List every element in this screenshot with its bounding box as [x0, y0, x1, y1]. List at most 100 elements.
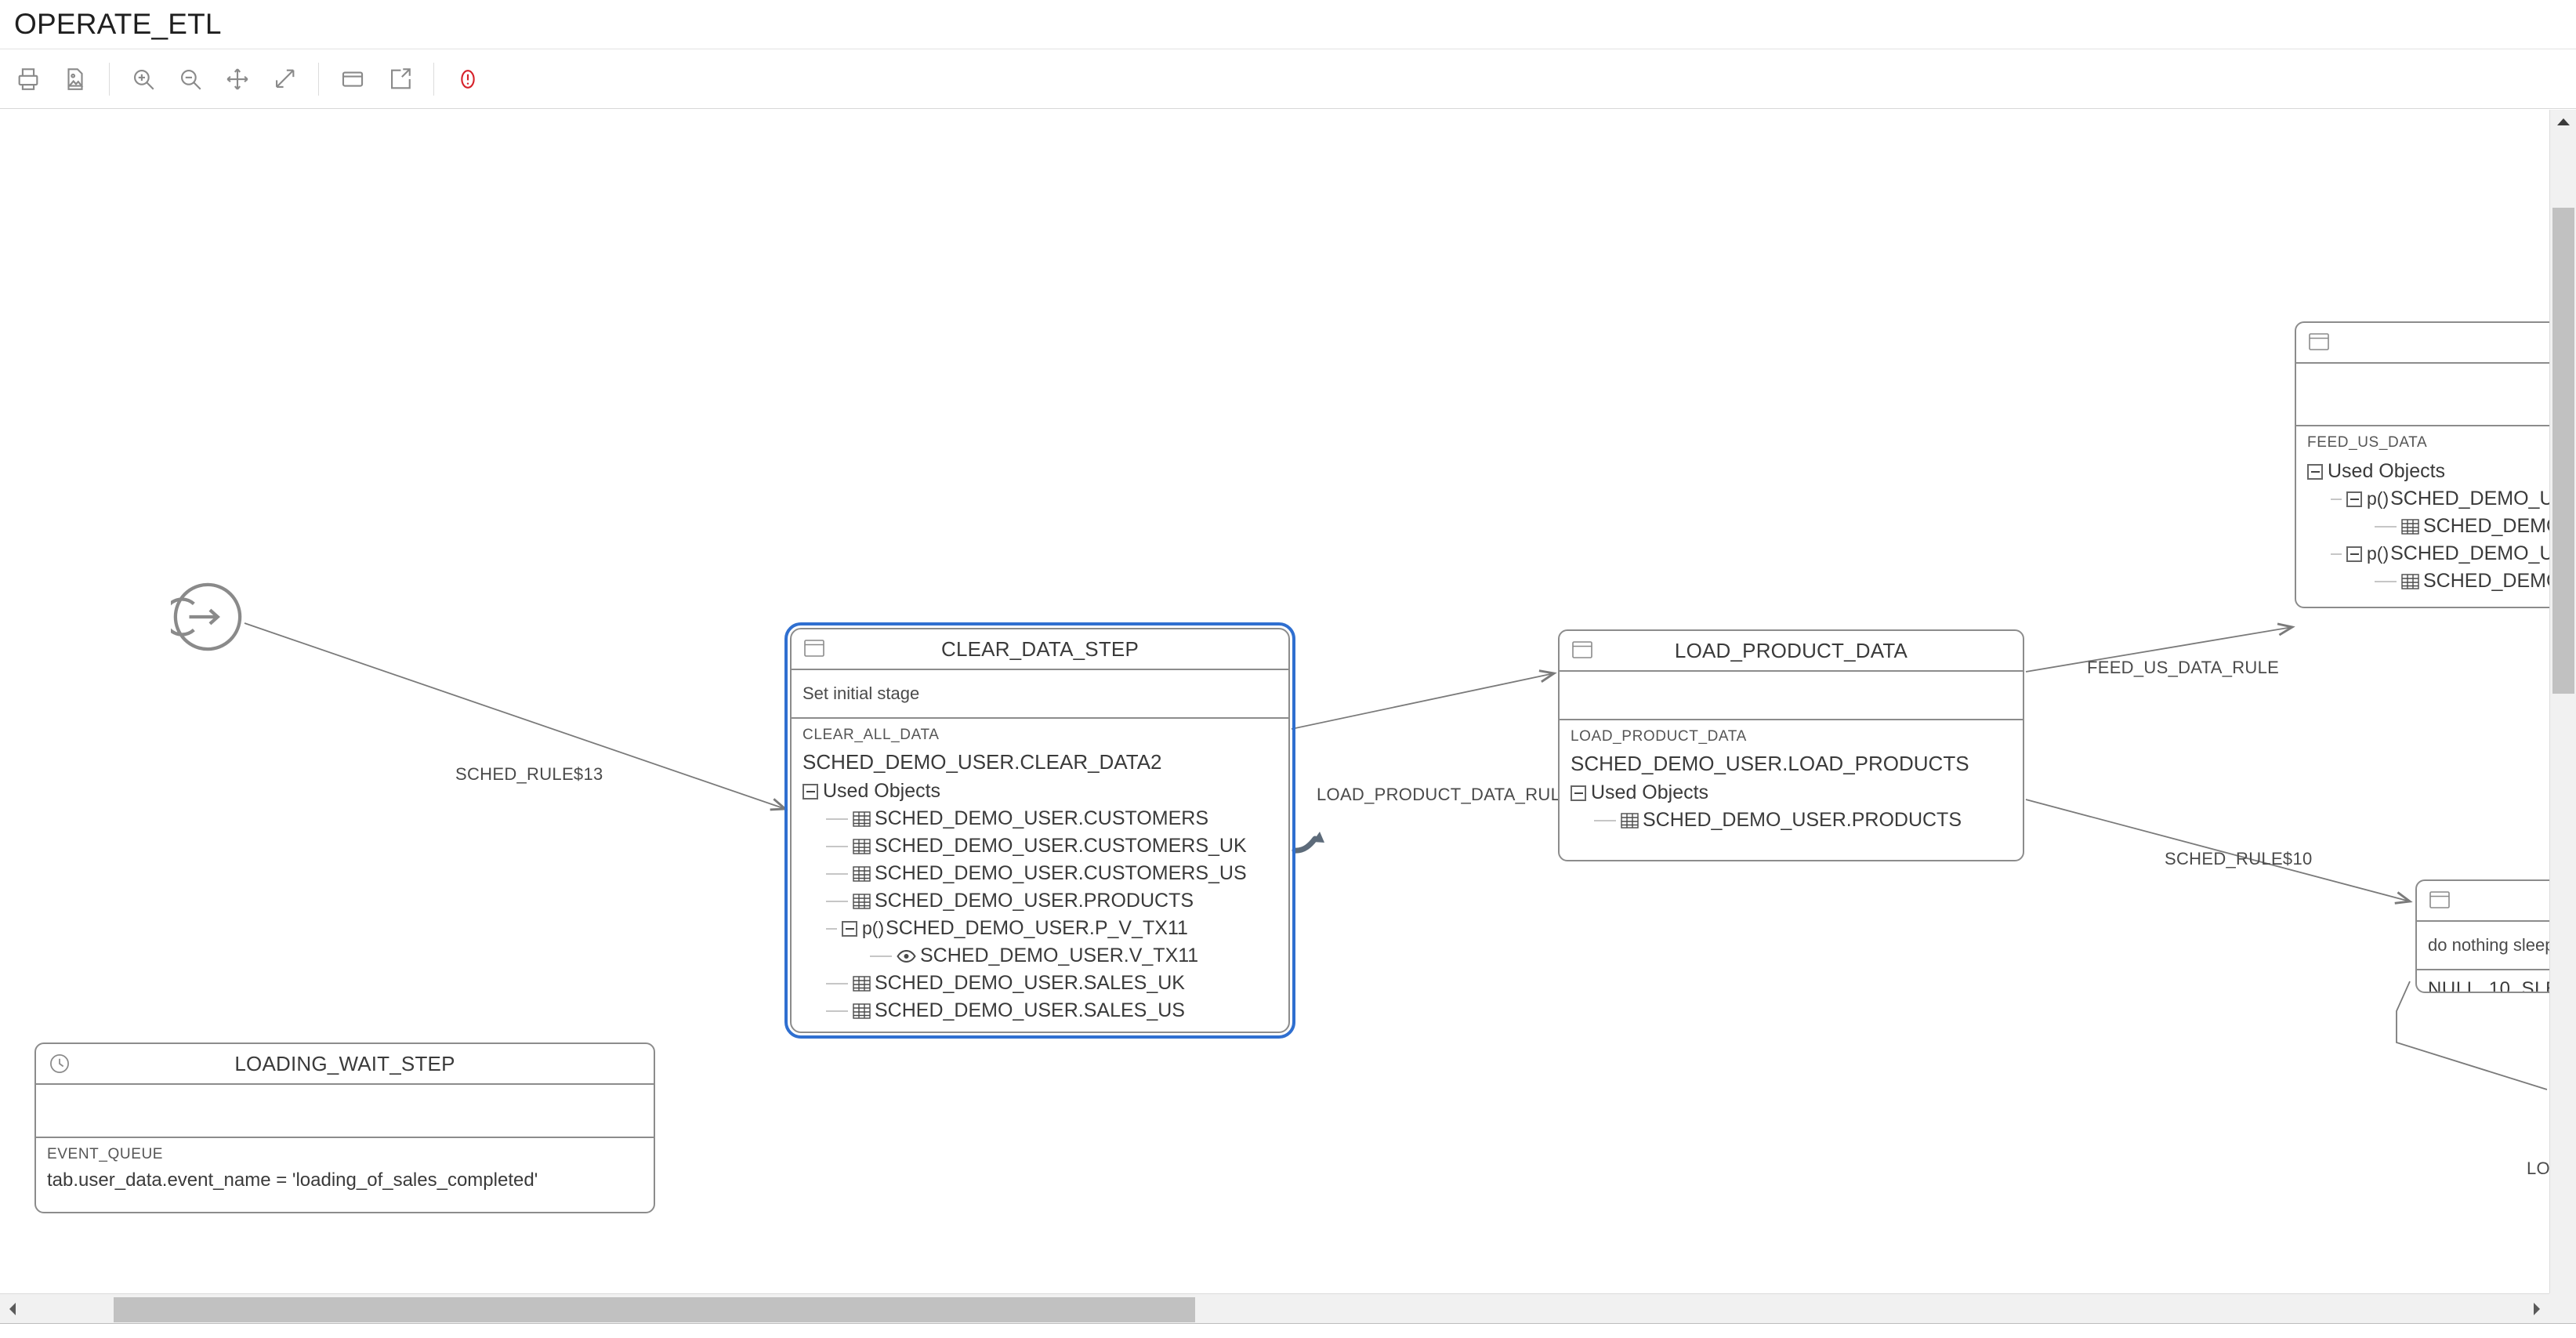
scrollbar-corner	[2549, 1293, 2576, 1324]
horizontal-scrollbar-thumb[interactable]	[114, 1297, 1195, 1322]
tree-connector	[826, 872, 848, 875]
node-description	[1560, 672, 2023, 720]
node-feed-us-data[interactable]: FEED FEED_US_DATA Used Objects p() SCHED…	[2295, 321, 2549, 608]
object-row-procedure[interactable]: p() SCHED_DEMO_USER	[2307, 485, 2549, 513]
object-row[interactable]: SCHED_DEMO_US	[2307, 567, 2549, 595]
tree-connector	[2375, 525, 2397, 528]
node-clear-data-step[interactable]: CLEAR_DATA_STEP Set initial stage CLEAR_…	[784, 622, 1295, 1039]
node-title: FEED	[2296, 331, 2549, 355]
vertical-scrollbar[interactable]	[2549, 110, 2576, 1301]
table-icon	[1621, 812, 1639, 829]
object-row[interactable]: SCHED_DEMO_USER.PRODUCTS	[803, 887, 1277, 915]
zoom-in-icon[interactable]	[120, 56, 167, 102]
scroll-right-arrow-icon[interactable]	[2524, 1294, 2549, 1324]
object-label: SCHED_DEMO_US	[2423, 570, 2549, 592]
node-title: CLEAR_DATA_STEP	[940, 636, 1139, 661]
expander-icon[interactable]	[2346, 491, 2362, 507]
node-sleep-step[interactable]: STE do nothing sleep 10 s NULL_10_SLEEP	[2415, 879, 2549, 993]
print-icon[interactable]	[5, 56, 52, 102]
tree-connector	[826, 845, 848, 847]
table-icon	[2401, 573, 2419, 589]
object-row[interactable]: SCHED_DEMO_USER.CUSTOMERS_UK	[803, 832, 1277, 860]
tree-connector	[826, 927, 837, 930]
node-description: Set initial stage	[792, 670, 1288, 719]
error-icon[interactable]	[444, 56, 491, 102]
node-body: NULL_10_SLEEP	[2417, 970, 2549, 993]
toolbar-separator-3	[433, 63, 434, 96]
used-objects-row[interactable]: Used Objects	[803, 778, 1277, 805]
clock-icon	[49, 1053, 71, 1079]
object-row-view[interactable]: SCHED_DEMO_USER.V_TX11	[803, 942, 1277, 970]
used-objects-row[interactable]: Used Objects	[2307, 458, 2549, 485]
object-label: SCHED_DEMO_USER	[2390, 542, 2549, 564]
title-bar: OPERATE_ETL	[0, 0, 2576, 49]
node-load-product-data[interactable]: LOAD_PRODUCT_DATA LOAD_PRODUCT_DATA SCHE…	[1558, 629, 2024, 861]
object-row-procedure[interactable]: p() SCHED_DEMO_USER.P_V_TX11	[803, 915, 1277, 942]
diagram-canvas[interactable]: SCHED_RULE$13 LOAD_PRODUCT_DATA_RULE FEE…	[0, 110, 2549, 1301]
procedure-prefix: p()	[862, 918, 885, 938]
table-icon	[2401, 518, 2419, 535]
object-row[interactable]: SCHED_DEMO_USER.PRODUCTS	[1571, 807, 2012, 834]
start-node[interactable]	[162, 580, 245, 658]
tree-connector	[826, 1010, 848, 1012]
horizontal-scrollbar[interactable]	[0, 1293, 2549, 1324]
node-header: STE	[2417, 881, 2549, 922]
object-label: SCHED_DEMO_US	[2423, 515, 2549, 537]
tree-connector	[826, 818, 848, 820]
node-body: FEED_US_DATA Used Objects p() SCHED_DEMO…	[2296, 426, 2549, 604]
object-row[interactable]: SCHED_DEMO_USER.SALES_US	[803, 997, 1277, 1024]
object-row[interactable]: SCHED_DEMO_USER.CUSTOMERS	[803, 805, 1277, 832]
tree-connector	[2331, 498, 2342, 500]
used-objects-row[interactable]: Used Objects	[1571, 779, 2012, 807]
object-label: SCHED_DEMO_USER.CUSTOMERS_UK	[875, 835, 1247, 857]
toolbar	[0, 50, 2576, 109]
expander-icon[interactable]	[2307, 463, 2323, 480]
procedure-prefix: p()	[2367, 488, 2389, 509]
expander-icon[interactable]	[2346, 546, 2362, 562]
used-objects-label: Used Objects	[2328, 460, 2446, 482]
object-row[interactable]: SCHED_DEMO_USER.SALES_UK	[803, 970, 1277, 997]
used-objects-label: Used Objects	[823, 780, 941, 802]
node-sub-label: LOAD_PRODUCT_DATA	[1571, 728, 1747, 745]
table-icon	[853, 975, 871, 992]
expander-icon[interactable]	[842, 920, 857, 937]
save-image-icon[interactable]	[52, 56, 99, 102]
vertical-scrollbar-thumb[interactable]	[2552, 208, 2574, 694]
page-title: OPERATE_ETL	[14, 8, 222, 40]
open-external-icon[interactable]	[376, 56, 423, 102]
node-body: CLEAR_ALL_DATA SCHED_DEMO_USER.CLEAR_DAT…	[792, 719, 1288, 1032]
table-icon	[853, 1003, 871, 1019]
object-label: SCHED_DEMO_USER.PRODUCTS	[1643, 809, 1962, 831]
object-row[interactable]: SCHED_DEMO_US	[2307, 513, 2549, 540]
edge-label-sched-rule-13: SCHED_RULE$13	[455, 764, 603, 784]
diagram-connectors	[244, 622, 2548, 1090]
node-main-label: SCHED_DEMO_USER.LOAD_PRODUCTS	[1571, 752, 1969, 775]
object-label: SCHED_DEMO_USER	[2390, 488, 2549, 509]
object-row[interactable]: SCHED_DEMO_USER.CUSTOMERS_US	[803, 860, 1277, 887]
node-sub-label: NULL_10_SLEEP	[2428, 978, 2549, 993]
node-header: CLEAR_DATA_STEP	[792, 629, 1288, 670]
object-row-procedure[interactable]: p() SCHED_DEMO_USER	[2307, 540, 2549, 567]
pan-icon[interactable]	[214, 56, 261, 102]
node-description: do nothing sleep 10 s	[2417, 922, 2549, 970]
object-label: SCHED_DEMO_USER.SALES_US	[875, 999, 1185, 1021]
node-body: EVENT_QUEUE tab.user_data.event_name = '…	[36, 1138, 654, 1204]
expander-icon[interactable]	[1571, 785, 1586, 801]
expander-icon[interactable]	[803, 783, 818, 800]
scroll-left-arrow-icon[interactable]	[0, 1294, 25, 1324]
toolbar-separator-2	[318, 63, 319, 96]
zoom-out-icon[interactable]	[167, 56, 214, 102]
node-sub-label: CLEAR_ALL_DATA	[803, 727, 940, 743]
toolbar-separator-1	[109, 63, 110, 96]
node-header: LOADING_WAIT_STEP	[36, 1044, 654, 1085]
node-loading-wait-step[interactable]: LOADING_WAIT_STEP EVENT_QUEUE tab.user_d…	[34, 1042, 655, 1213]
window-icon[interactable]	[329, 56, 376, 102]
scroll-up-arrow-icon[interactable]	[2550, 110, 2576, 133]
edge-label-loop: LOOP	[2527, 1159, 2549, 1178]
table-icon	[853, 810, 871, 827]
node-description	[36, 1085, 654, 1138]
node-main-label: tab.user_data.event_name = 'loading_of_s…	[47, 1169, 538, 1191]
fit-screen-icon[interactable]	[261, 56, 308, 102]
node-main-label: SCHED_DEMO_USER.CLEAR_DATA2	[803, 750, 1162, 774]
object-label: SCHED_DEMO_USER.V_TX11	[920, 945, 1199, 966]
